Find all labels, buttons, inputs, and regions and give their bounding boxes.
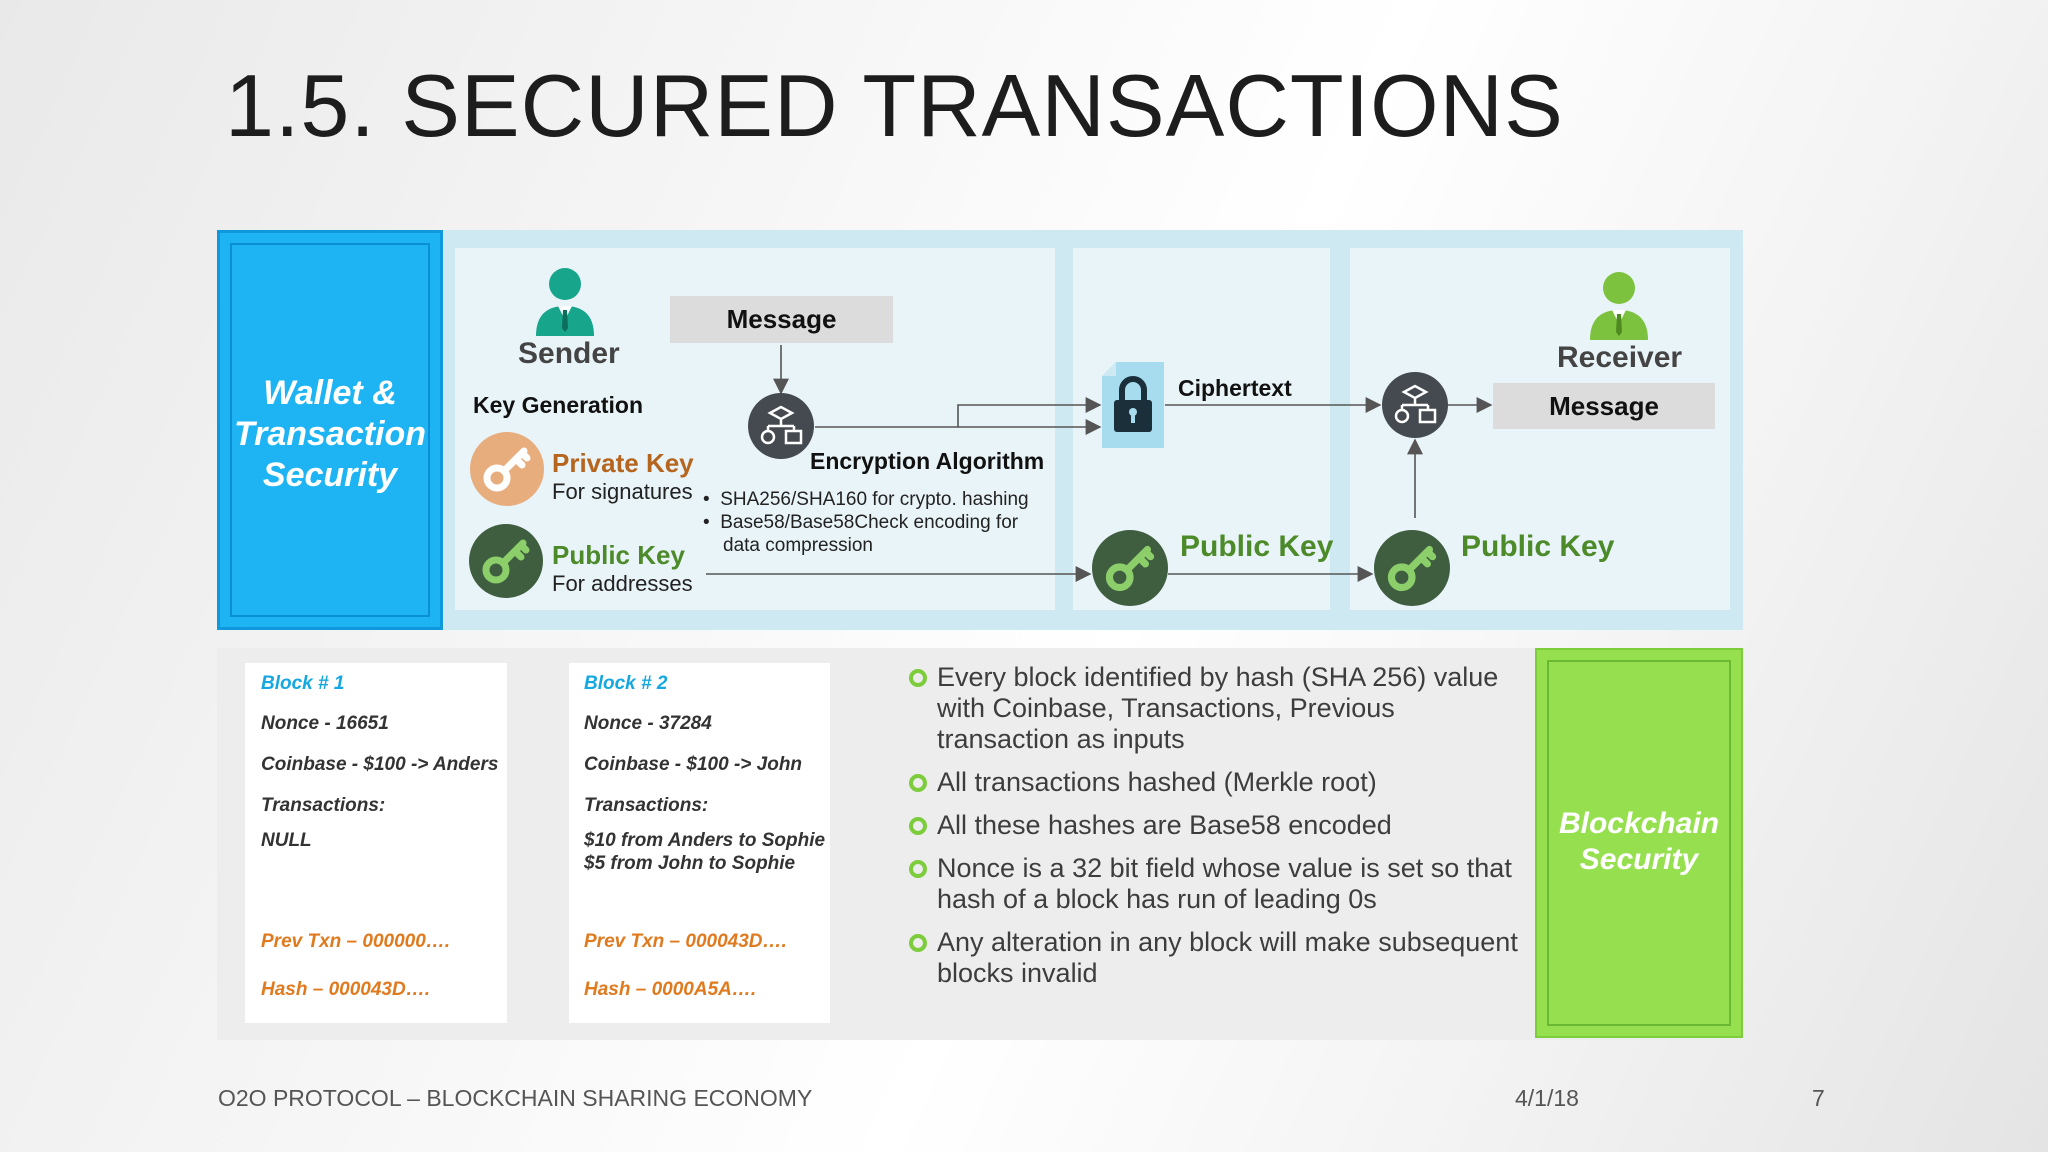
- sender-avatar-icon: [532, 262, 598, 341]
- bullet-item: Any alteration in any block will make su…: [905, 927, 1525, 989]
- bullet-ring-icon: [909, 774, 927, 792]
- block-coinbase: Coinbase - $100 -> John: [584, 754, 803, 775]
- block-card-2: Block # 2 Nonce - 37284 Coinbase - $100 …: [569, 663, 830, 1023]
- bullet-item: Nonce is a 32 bit field whose value is s…: [905, 853, 1525, 915]
- bullet-ring-icon: [909, 669, 927, 687]
- footer-text: O2O PROTOCOL – BLOCKCHAIN SHARING ECONOM…: [218, 1085, 813, 1111]
- algorithm-flowchart-icon: [748, 393, 814, 464]
- decrypt-flowchart-icon: [1382, 372, 1448, 443]
- block-header: Block # 1: [261, 673, 345, 694]
- block-hash: Hash – 000043D….: [261, 979, 430, 1000]
- sender-label: Sender: [518, 337, 620, 370]
- ciphertext-label: Ciphertext: [1178, 375, 1292, 401]
- block-transactions-label: Transactions:: [584, 795, 709, 816]
- private-key-sub: For signatures: [552, 479, 693, 504]
- bullet-dot: •: [703, 489, 721, 510]
- key-generation-label: Key Generation: [473, 392, 643, 418]
- lock-document-icon: [1102, 362, 1164, 453]
- block-nonce: Nonce - 37284: [584, 713, 712, 734]
- security-bullet-list: Every block identified by hash (SHA 256)…: [905, 662, 1525, 1001]
- bullet-ring-icon: [909, 860, 927, 878]
- block-coinbase: Coinbase - $100 -> Anders: [261, 754, 499, 775]
- page-number: 7: [1812, 1085, 1825, 1111]
- wallet-security-label: Wallet & Transaction Security: [233, 374, 427, 494]
- public-key-mid-label: Public Key: [1180, 530, 1334, 563]
- algorithm-details: • SHA256/SHA160 for crypto. hashing • Ba…: [703, 489, 1029, 556]
- footer-date: 4/1/18: [1515, 1085, 1579, 1111]
- public-key-icon: [469, 524, 543, 598]
- block-prev-txn: Prev Txn – 000000….: [261, 931, 451, 952]
- block-transaction-line: $5 from John to Sophie: [584, 853, 796, 874]
- bullet-item: Every block identified by hash (SHA 256)…: [905, 662, 1525, 755]
- bullet-ring-icon: [909, 817, 927, 835]
- public-key-label: Public Key: [552, 540, 685, 570]
- receiver-avatar-icon: [1586, 266, 1652, 345]
- slide-title: 1.5. SECURED TRANSACTIONS: [225, 56, 1564, 155]
- message-out-box: Message: [1493, 383, 1715, 429]
- private-key-icon: [470, 432, 544, 506]
- receiver-label: Receiver: [1557, 341, 1683, 374]
- bullet-ring-icon: [909, 934, 927, 952]
- block-transaction-line: $10 from Anders to Sophie: [584, 830, 826, 851]
- bullet-item: All transactions hashed (Merkle root): [905, 767, 1525, 798]
- block-transaction-line: NULL: [261, 830, 312, 851]
- bullet-dot: •: [703, 512, 721, 533]
- bullet-item: All these hashes are Base58 encoded: [905, 810, 1525, 841]
- blockchain-security-label: Blockchain Security: [1558, 807, 1720, 876]
- public-key-right-label: Public Key: [1461, 530, 1615, 563]
- wallet-security-box: Wallet & Transaction Security: [217, 230, 443, 630]
- encryption-algorithm-label: Encryption Algorithm: [810, 448, 1045, 474]
- block-nonce: Nonce - 16651: [261, 713, 389, 734]
- public-key-mid-icon: [1092, 530, 1168, 606]
- public-key-sub: For addresses: [552, 571, 693, 596]
- message-in-box: Message: [670, 296, 893, 343]
- block-transactions-label: Transactions:: [261, 795, 386, 816]
- private-key-label: Private Key: [552, 448, 694, 478]
- blockchain-security-box: Blockchain Security: [1535, 648, 1743, 1038]
- block-card-1: Block # 1 Nonce - 16651 Coinbase - $100 …: [245, 663, 507, 1023]
- block-prev-txn: Prev Txn – 000043D….: [584, 931, 787, 952]
- block-hash: Hash – 0000A5A….: [584, 979, 757, 1000]
- block-header: Block # 2: [584, 673, 668, 694]
- public-key-right-icon: [1374, 530, 1450, 606]
